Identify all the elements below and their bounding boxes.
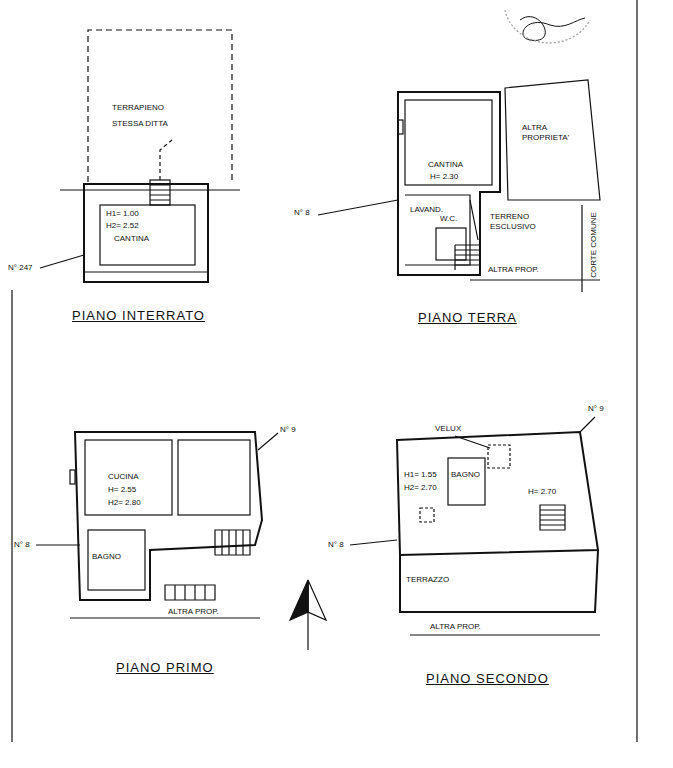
plan-label: TERRAPIENO xyxy=(112,103,164,113)
plan-label: H2= 2.70 xyxy=(404,483,437,493)
plan-label: TERRENO ESCLUSIVO xyxy=(490,212,542,232)
plan-label: H2= 2.52 xyxy=(106,221,139,231)
plan-label: CANTINA xyxy=(428,160,463,170)
plan-label: VELUX xyxy=(435,424,461,434)
floor-title: PIANO TERRA xyxy=(418,310,517,325)
plan-label: H= 2.55 xyxy=(108,485,136,495)
plan-label: N° 8 xyxy=(328,540,344,550)
floor-title: PIANO SECONDO xyxy=(426,671,549,686)
plan-label: LAVAND. xyxy=(410,205,443,215)
floor-title: PIANO PRIMO xyxy=(116,660,214,675)
plan-label: BAGNO xyxy=(451,470,480,480)
plan-label: N° 9 xyxy=(280,425,296,435)
plan-label: STESSA DITTA xyxy=(112,119,168,129)
plan-label: N° 9 xyxy=(588,404,604,414)
plan-label: ALTRA PROP. xyxy=(488,265,539,275)
plan-label: ALTRA PROP. xyxy=(168,607,219,617)
plan-label: ALTRA PROP. xyxy=(430,622,481,632)
plan-label: ALTRA PROPRIETA' xyxy=(522,123,578,143)
floor-title: PIANO INTERRATO xyxy=(72,308,205,323)
plan-label: CANTINA xyxy=(114,234,149,244)
plan-label: N° 8 xyxy=(14,540,30,550)
plan-label: CUCINA xyxy=(108,472,139,482)
plan-label: BAGNO xyxy=(92,552,121,562)
plan-label: H= 2.30 xyxy=(430,172,458,182)
plan-label: CORTE COMUNE xyxy=(589,212,599,278)
plan-label: N° 247 xyxy=(8,263,33,273)
plan-label: H1= 1.55 xyxy=(404,470,437,480)
plan-label: N° 8 xyxy=(294,208,310,218)
plan-label: H1= 1.00 xyxy=(106,209,139,219)
plan-label: W.C. xyxy=(440,214,457,224)
plan-label: TERRAZZO xyxy=(406,575,449,585)
plan-label: H= 2.70 xyxy=(528,487,556,497)
plan-label: H2= 2.80 xyxy=(108,498,141,508)
